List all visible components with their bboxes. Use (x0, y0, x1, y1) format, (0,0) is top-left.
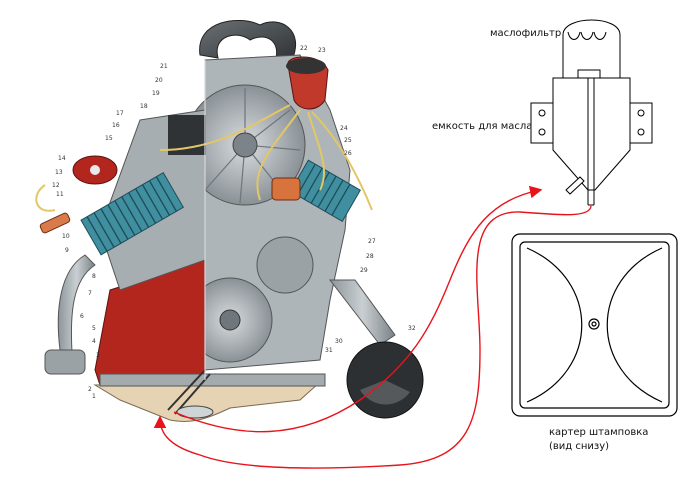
part-number: 18 (140, 103, 148, 110)
part-number: 20 (155, 77, 163, 84)
part-number: 11 (56, 191, 64, 198)
tank-bracket-left (530, 102, 554, 144)
part-number: 15 (105, 135, 113, 142)
oil-tank (552, 77, 631, 191)
part-number: 16 (112, 122, 120, 129)
tank-bracket-right (629, 102, 653, 144)
part-number: 5 (92, 325, 96, 332)
exhaust-pipe-right (328, 279, 396, 346)
part-number: 25 (344, 137, 352, 144)
sump-rib-right (606, 247, 663, 403)
part-number: 28 (366, 253, 374, 260)
part-number: 1 (92, 393, 96, 400)
spark-plug-left (39, 212, 71, 234)
part-number: 29 (360, 267, 368, 274)
gear-wheel (256, 236, 314, 294)
sump-outer (511, 233, 678, 417)
oil-return-line (153, 205, 592, 469)
part-number: 17 (116, 110, 124, 117)
sump-caption-subtitle: (вид снизу) (549, 441, 610, 452)
part-number: 13 (55, 169, 63, 176)
part-number: 8 (92, 273, 96, 280)
part-number: 12 (52, 182, 60, 189)
oil-filter (562, 19, 621, 79)
part-number: 2 (88, 386, 92, 393)
engine-illustration (35, 19, 424, 422)
part-number: 26 (344, 150, 352, 157)
oil-pipe-fitting (167, 369, 211, 415)
part-number: 21 (160, 63, 168, 70)
cylinder-fins-left (80, 171, 184, 256)
part-number: 24 (340, 125, 348, 132)
part-number: 14 (58, 155, 66, 162)
part-number-callouts: 1 2 3 4 5 6 7 8 9 10 11 12 13 14 15 16 1… (52, 45, 416, 400)
part-number: 23 (318, 47, 326, 54)
part-number: 22 (300, 45, 308, 52)
oil-tank-assembly (530, 19, 653, 206)
exhaust-pipe-left (57, 254, 96, 353)
part-number: 32 (408, 325, 416, 332)
part-number: 9 (65, 247, 69, 254)
part-number: 19 (152, 90, 160, 97)
sump-inner (519, 241, 670, 409)
part-number: 3 (96, 352, 100, 359)
part-number: 6 (80, 313, 84, 320)
sump-bottom-view (511, 233, 678, 417)
part-number: 7 (88, 290, 92, 297)
cylinder-fins-right (289, 159, 361, 223)
oil-pan (93, 381, 322, 422)
part-number: 10 (62, 233, 70, 240)
part-number: 31 (325, 347, 333, 354)
distributor (271, 177, 301, 201)
oil-tank-label: емкость для масла (432, 121, 533, 132)
sump-caption-title: картер штамповка (549, 427, 649, 438)
sump-rib-left (526, 247, 583, 403)
oil-filter-label: маслофильтр (490, 28, 562, 39)
part-number: 27 (368, 238, 376, 245)
ignition-wires (35, 104, 373, 212)
part-number: 4 (92, 338, 96, 345)
sump-drain-plug (588, 318, 600, 330)
part-number: 30 (335, 338, 343, 345)
oil-feed-line (173, 185, 543, 433)
